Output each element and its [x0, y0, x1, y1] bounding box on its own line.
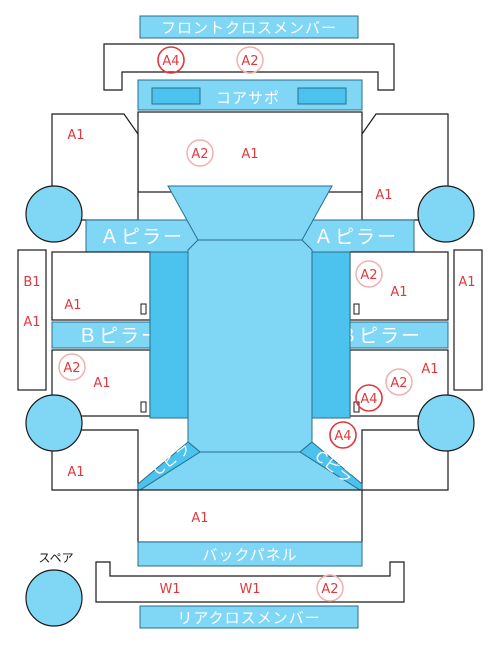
code-rear-member-w1-right: W1	[239, 582, 260, 597]
rear-cross-member-label: リアクロスメンバー	[177, 609, 320, 627]
code-trunk: A1	[191, 511, 208, 526]
code-rear-member-w1-left: W1	[159, 582, 180, 597]
code-left-rocker-bottom: A1	[23, 315, 40, 330]
code-front-right-fender: A1	[375, 188, 392, 203]
spare-label: スペア	[38, 551, 73, 565]
right-rocker-panel	[453, 249, 483, 391]
code-left-rocker-top: B1	[23, 275, 40, 290]
headlight-right	[297, 87, 347, 105]
code-rear-right-door-a2: A2	[390, 376, 407, 391]
wheel-rear-right	[417, 394, 475, 452]
code-front-right-door-a2: A2	[360, 268, 377, 283]
code-right-rocker: A1	[458, 275, 475, 290]
back-panel-label: バックパネル	[202, 546, 297, 564]
ring-rear-member-a2	[316, 574, 344, 602]
core-support-label: コアサポ	[216, 89, 280, 107]
trunk-lid	[137, 489, 363, 543]
code-rear-left-door-a2: A2	[63, 361, 80, 376]
code-hood-a1: A1	[241, 147, 258, 162]
code-rear-right-door-a1: A1	[421, 362, 438, 377]
front-left-door	[51, 251, 151, 321]
a-pillar-right-label: Ａピラー	[314, 226, 398, 248]
ring-front-member-a2	[236, 46, 264, 74]
code-hood-a2: A2	[191, 147, 208, 162]
wheel-front-left	[25, 185, 83, 243]
front-cross-member-panel	[139, 15, 359, 39]
a-pillar-left-panel	[85, 219, 199, 253]
b-pillar-right-label: Ｂピラー	[338, 325, 422, 347]
code-front-left-fender: A1	[67, 128, 84, 143]
code-rear-left-door-a1: A1	[93, 376, 110, 391]
wheel-front-right	[417, 185, 475, 243]
spare-tire	[25, 569, 83, 627]
left-rocker-panel	[17, 249, 47, 391]
front-left-door-handle	[140, 303, 147, 315]
code-front-left-door: A1	[64, 298, 81, 313]
b-pillar-left-label: Ｂピラー	[78, 325, 162, 347]
code-front-member-a4: A4	[162, 54, 179, 69]
code-rear-left-quarter: A1	[67, 465, 84, 480]
ring-rear-right-quarter-a4	[329, 421, 357, 449]
a-pillar-right-panel	[301, 219, 415, 253]
code-rear-right-door-a4: A4	[360, 392, 377, 407]
ring-hood-a2	[186, 139, 214, 167]
roof-rail-left	[149, 251, 189, 419]
roof-rail-right	[311, 251, 351, 419]
headlight-left	[151, 87, 201, 105]
rear-cross-member-panel	[139, 605, 359, 629]
ring-rear-left-door-a2	[58, 353, 86, 381]
back-panel	[137, 541, 363, 567]
code-front-right-door-a1: A1	[390, 285, 407, 300]
code-front-member-a2: A2	[241, 54, 258, 69]
ring-front-right-door-a2	[355, 260, 383, 288]
wheel-rear-left	[25, 394, 83, 452]
code-rear-right-quarter-a4: A4	[334, 429, 351, 444]
front-cross-member-label: フロントクロスメンバー	[161, 19, 337, 37]
ring-front-member-a4	[157, 46, 185, 74]
roof-panel	[187, 239, 313, 453]
ring-rear-right-door-a2	[385, 368, 413, 396]
a-pillar-left-label: Ａピラー	[100, 226, 184, 248]
code-rear-member-a2: A2	[321, 582, 338, 597]
rear-left-door-handle	[140, 401, 147, 413]
rear-bumper-outline	[95, 561, 405, 603]
front-right-door-handle	[353, 303, 360, 315]
ring-rear-right-door-a4	[355, 384, 383, 412]
front-bumper-outline	[103, 43, 395, 91]
